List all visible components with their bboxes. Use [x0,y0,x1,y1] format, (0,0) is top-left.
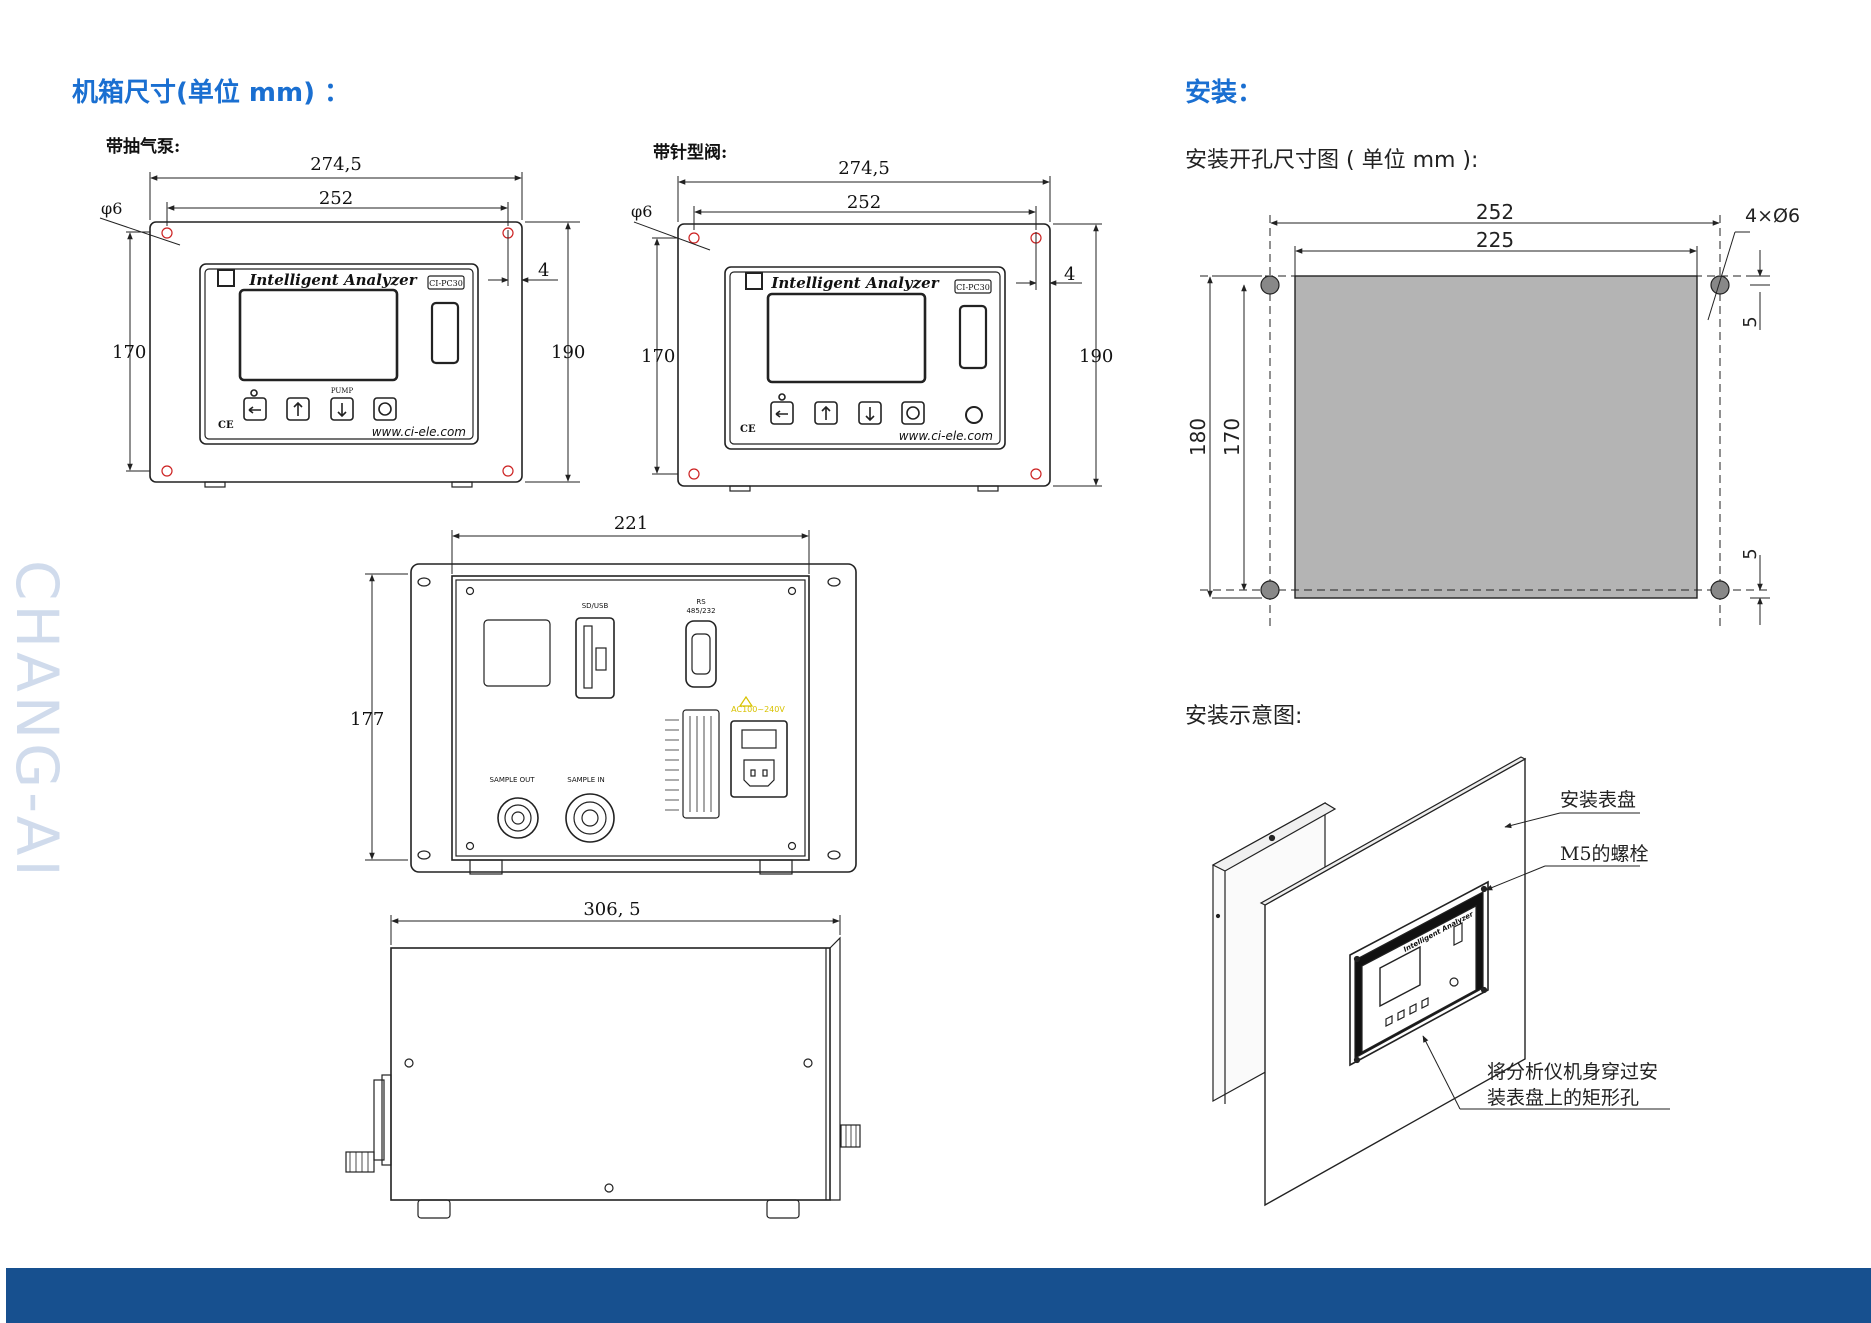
ce-mark: CE [218,420,234,431]
rs-port [685,620,717,688]
enter-key-icon [243,397,267,421]
cutout-drawing: 252 225 4×Ø6 180 170 5 5 [1186,200,1800,630]
rear-width-label: 221 [614,513,648,534]
needle-width-outer-label: 274,5 [838,158,890,179]
needle-edge-label: 4 [1064,264,1075,285]
power-icon [250,389,258,397]
enter-key-icon [770,401,794,425]
pump-hole-label: φ6 [101,199,122,218]
brand-text: Intelligent Analyzer [770,274,939,292]
sample-in-label: SAMPLE IN [567,776,604,784]
keypad [243,389,397,421]
install-note-line1: 将分析仪机身穿过安 [1487,1061,1658,1083]
needle-hole-label: φ6 [631,202,652,221]
ce-mark: CE [740,424,756,435]
rear-view: SD/USB RS 485/232 AC100~240V SAMPLE OUT … [350,513,857,875]
pump-key-label: PUMP [331,387,354,395]
install-note-line2: 装表盘上的矩形孔 [1487,1087,1639,1109]
logo-square-icon [217,269,235,287]
website-text: www.ci-ele.com [899,429,993,443]
indicator-window [958,304,988,370]
needle-subtitle: 带针型阀: [653,143,728,163]
display-screen [766,292,927,384]
keypad [770,393,983,425]
sample-out-port [497,797,539,839]
power-icon [778,393,786,401]
schematic-leader-lines [1422,812,1670,1110]
cutout-width-inner-label: 225 [1476,228,1514,252]
rear-height-label: 177 [350,709,384,730]
watermark-logo: CHANG-AI [3,560,71,881]
cutout-height-inner-label: 170 [1220,418,1244,456]
rs-sub-label: 485/232 [686,607,715,615]
needle-width-inner-label: 252 [847,192,881,213]
pump-dimension-lines [99,172,580,483]
power-label: AC100~240V [731,705,785,714]
down-key-icon [858,401,882,425]
needle-dimension-lines [633,176,1102,487]
cutout-height-outer-label: 180 [1186,418,1210,456]
cutout-mount-holes [1260,275,1730,600]
sd-usb-slot [575,617,615,699]
pump-width-outer-label: 274,5 [310,154,362,175]
refresh-key-icon [901,401,925,425]
model-label: CI-PC30 [956,283,990,292]
schematic-subtitle: 安装示意图: [1185,704,1303,729]
cutout-subtitle: 安装开孔尺寸图 ( 单位 mm ): [1185,148,1479,173]
cutout-width-outer-label: 252 [1476,200,1514,224]
display-screen [238,288,399,382]
sample-fitting [345,1151,375,1173]
cutout-bottom-offset-label: 5 [1740,548,1761,559]
side-dimension-lines [390,915,841,945]
side-view: 306, 5 [345,899,861,1219]
pump-edge-label: 4 [538,260,549,281]
bolt-label: M5的螺栓 [1560,843,1649,865]
sample-out-label: SAMPLE OUT [489,776,535,784]
cutout-dimension-lines [1207,220,1770,625]
needle-height-outer-label: 190 [1079,346,1113,367]
needle-valve-front-view: Intelligent Analyzer CI-PC30 CE www.ci-e… [631,158,1113,492]
pump-height-inner-label: 170 [112,342,146,363]
indicator-window [430,301,460,365]
panel-label: 安装表盘 [1560,789,1636,811]
dimensions-header: 机箱尺寸(单位 mm) ： [72,78,351,108]
mounting-hole-marks [161,227,514,477]
rear-dimension-lines [365,530,810,861]
side-connector [840,1124,861,1148]
cutout-top-offset-label: 5 [1740,316,1761,327]
brand-text: Intelligent Analyzer [248,271,417,289]
footer-bar [6,1268,1871,1323]
sample-in-port [565,793,615,843]
model-label: CI-PC30 [429,279,463,288]
terminal-pins [665,716,712,812]
install-header: 安装： [1185,78,1264,108]
pump-subtitle: 带抽气泵: [106,137,181,157]
sd-usb-label: SD/USB [582,602,609,610]
pump-width-inner-label: 252 [319,188,353,209]
logo-square-icon [745,272,763,290]
needle-height-inner-label: 170 [641,346,675,367]
up-key-icon [286,397,310,421]
rs-label: RS [696,598,706,606]
needle-valve-knob-icon [965,406,983,424]
refresh-key-icon [373,397,397,421]
side-width-label: 306, 5 [583,899,640,920]
website-text: www.ci-ele.com [372,425,466,439]
cutout-rectangle [1294,275,1698,599]
down-key-icon [330,397,354,421]
rear-label-window [483,619,551,687]
pump-height-outer-label: 190 [551,342,585,363]
up-key-icon [814,401,838,425]
terminal-block [682,709,720,819]
power-socket [730,720,788,798]
installation-schematic: Intelligent Analyzer 安装表盘 M5的螺栓 将分析仪机身穿过… [1211,756,1670,1207]
pump-front-view: Intelligent Analyzer CI-PC30 PUMP CE www… [99,154,585,488]
cutout-holes-label: 4×Ø6 [1745,205,1800,227]
